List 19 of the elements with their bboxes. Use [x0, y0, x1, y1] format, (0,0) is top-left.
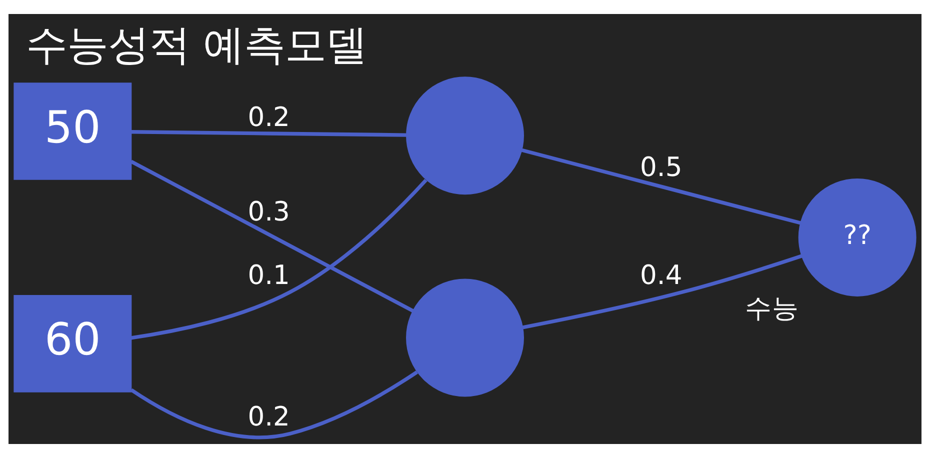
edge-label: 0.4: [640, 260, 682, 291]
node-circle: ??: [798, 178, 916, 296]
node-label: 수능: [744, 292, 799, 324]
edge-label: 0.3: [248, 196, 290, 228]
diagram-title: 수능성적 예측모델: [26, 20, 368, 69]
connector: [130, 370, 418, 440]
node-circle: [406, 76, 524, 195]
connector: [522, 254, 803, 330]
node-circle: [406, 278, 524, 397]
connector: [130, 178, 428, 340]
edge-label: 0.5: [640, 152, 682, 184]
connector: [130, 160, 414, 313]
connector: [131, 130, 406, 137]
edge-label: 0.1: [248, 260, 290, 291]
connector: [521, 148, 802, 225]
edge-label: 0.2: [248, 102, 290, 133]
edge-label: 0.2: [248, 401, 290, 432]
node-box: 60: [14, 294, 132, 392]
node-box: 50: [14, 82, 132, 180]
